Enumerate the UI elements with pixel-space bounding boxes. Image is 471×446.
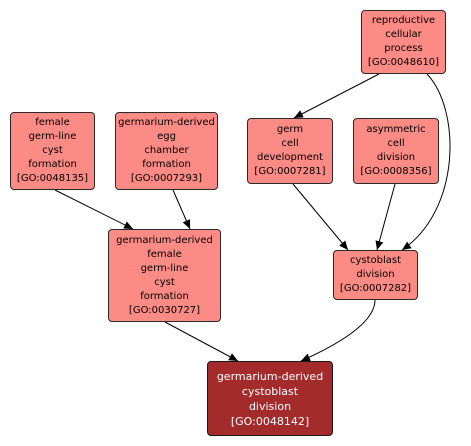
go-term-label-line: cystoblast bbox=[349, 255, 402, 266]
go-term-id: [GO:0007281] bbox=[254, 166, 326, 177]
go-term-node[interactable]: asymmetric cell division [GO:0008356] bbox=[353, 118, 439, 184]
go-term-id: [GO:0048142] bbox=[230, 414, 310, 428]
go-term-label-line: development bbox=[257, 152, 323, 163]
go-term-node[interactable]: germarium-derived female germ-line cyst form… bbox=[108, 229, 221, 322]
go-term-label-line: germarium-derived bbox=[216, 369, 324, 383]
go-term-id: [GO:0008356] bbox=[360, 166, 432, 177]
edge-arrow bbox=[292, 183, 349, 251]
go-term-label-line: cell bbox=[387, 138, 405, 149]
go-term-label-line: formation bbox=[140, 290, 189, 302]
go-term-label-line: cellular bbox=[385, 29, 422, 40]
go-term-node[interactable]: germarium-derived egg chamber formation [GO:… bbox=[115, 112, 218, 190]
edge-arrow bbox=[300, 299, 376, 362]
go-term-label-line: process bbox=[384, 43, 423, 54]
go-term-label-line: reproductive bbox=[371, 15, 436, 26]
go-term-label-line: germ-line bbox=[140, 262, 189, 274]
go-term-label-line: division bbox=[376, 152, 416, 163]
edge-arrow bbox=[164, 321, 239, 362]
go-term-label-line: cyst bbox=[42, 145, 63, 156]
go-term-node[interactable]: cystoblast division [GO:0007282] bbox=[333, 250, 418, 300]
go-term-label-line: germarium-derived bbox=[116, 234, 213, 246]
go-term-label-line: division bbox=[248, 399, 292, 413]
go-term-id: [GO:0007293] bbox=[130, 173, 203, 184]
go-term-label-line: germ-line bbox=[28, 131, 77, 142]
go-term-label-line: cyst bbox=[154, 276, 175, 288]
edge-arrow bbox=[375, 183, 396, 251]
go-term-label-line: formation bbox=[142, 159, 191, 170]
go-term-label-line: female bbox=[35, 117, 70, 128]
go-term-id: [GO:0048610] bbox=[367, 57, 440, 68]
edge-arrow bbox=[293, 73, 380, 119]
go-term-label-line: asymmetric bbox=[366, 124, 426, 135]
go-term-node[interactable]: female germ-line cyst formation [GO:0048135] bbox=[10, 112, 95, 190]
go-term-label-line: chamber bbox=[144, 145, 189, 156]
go-term-label-line: formation bbox=[28, 159, 77, 170]
edge-arrow bbox=[172, 189, 191, 230]
go-term-id: [GO:0048135] bbox=[16, 173, 89, 184]
go-term-label-line: egg bbox=[157, 131, 176, 142]
edge-arrow bbox=[401, 73, 451, 251]
go-term-label-line: cystoblast bbox=[241, 384, 299, 398]
go-term-label-line: cell bbox=[281, 138, 299, 149]
go-term-label-line: division bbox=[356, 269, 395, 280]
go-term-node[interactable]: germ cell development [GO:0007281] bbox=[247, 118, 333, 184]
go-term-label-line: germ bbox=[276, 124, 304, 135]
go-term-node[interactable]: reproductive cellular process [GO:0048610] bbox=[361, 10, 446, 74]
edge-arrow bbox=[54, 189, 134, 230]
go-term-id: [GO:0007282] bbox=[339, 283, 412, 294]
go-term-id: [GO:0030727] bbox=[128, 304, 201, 316]
go-term-label-line: germarium-derived bbox=[118, 117, 215, 128]
go-term-label-line: female bbox=[147, 248, 182, 260]
